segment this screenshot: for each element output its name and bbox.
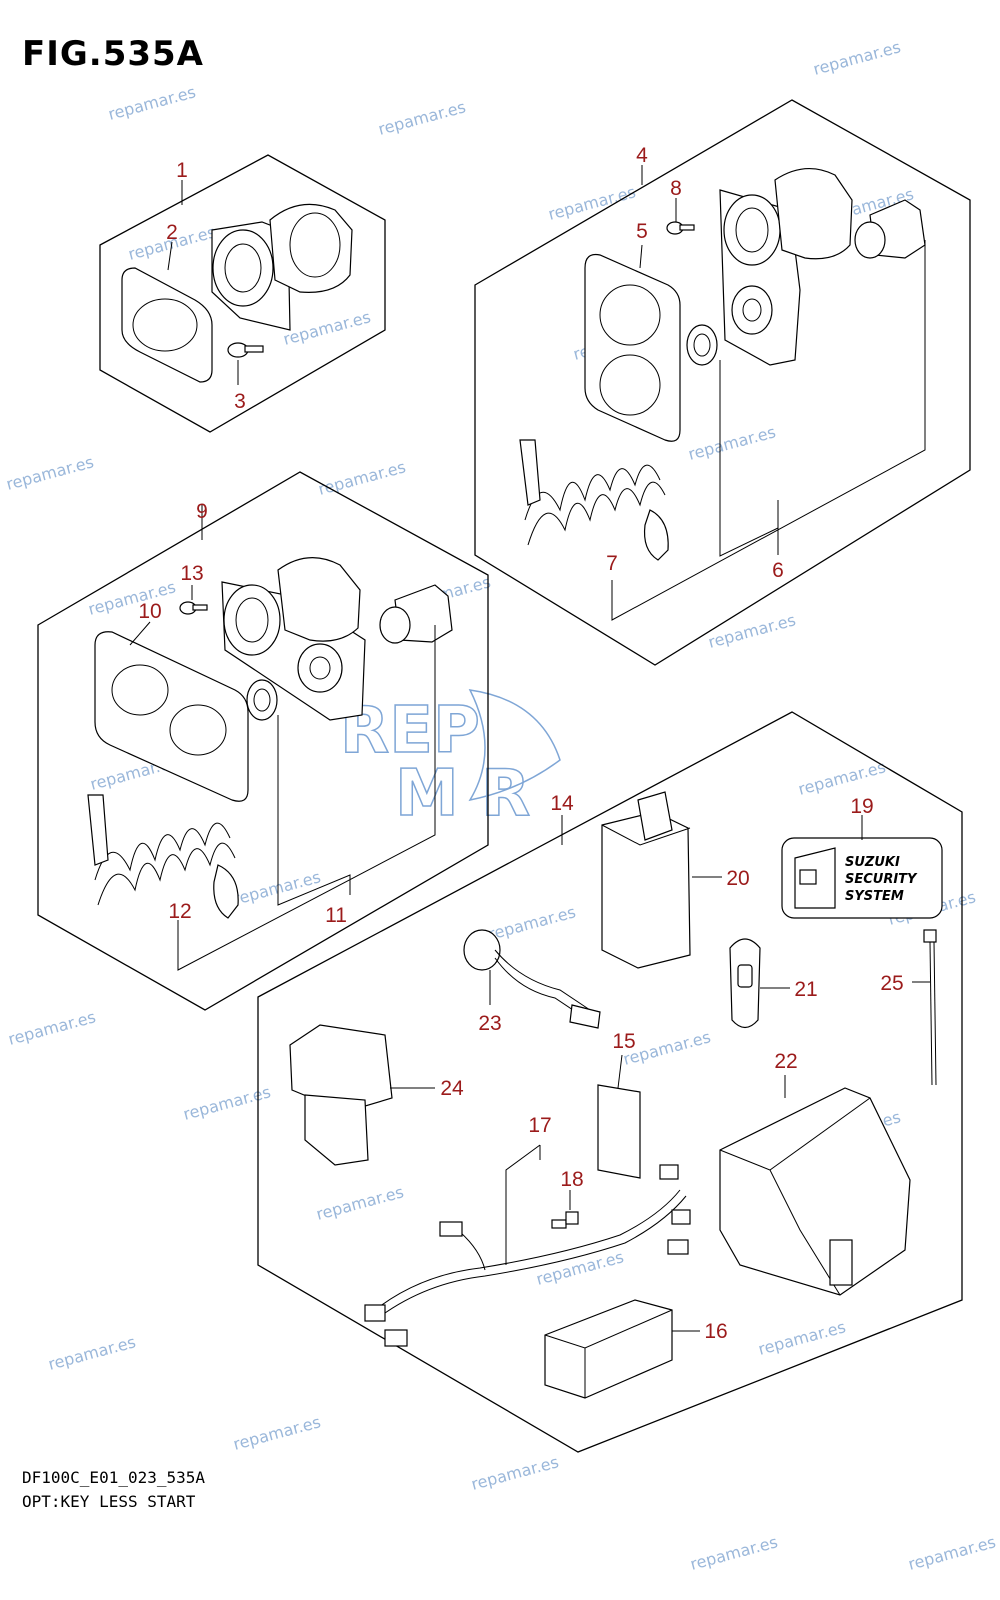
callout-15: 15 <box>612 1030 635 1053</box>
main-harness <box>364 1164 691 1347</box>
group-4-frame <box>474 99 971 666</box>
watermark-text: repamar.es <box>486 902 578 944</box>
watermark-text: repamar.es <box>316 457 408 499</box>
callout-14: 14 <box>550 792 574 815</box>
stop-switch <box>379 584 453 644</box>
watermark-text: repamar.es <box>811 37 903 79</box>
callout-16: 16 <box>704 1320 727 1343</box>
callout-9: 9 <box>196 500 208 523</box>
screw <box>666 221 695 235</box>
figure-description: OPT:KEY LESS START <box>22 1492 196 1511</box>
figure-title: FIG.535A <box>22 34 204 74</box>
nut-ring <box>686 324 718 366</box>
bezel-plate-double <box>94 631 249 802</box>
screw <box>179 601 208 615</box>
watermark-logo-text: M R <box>395 757 530 831</box>
callout-6: 6 <box>772 559 784 582</box>
suzuki-security-badge: SUZUKI SECURITY SYSTEM <box>781 837 943 919</box>
callout-23: 23 <box>478 1012 501 1035</box>
callout-13: 13 <box>180 562 203 585</box>
bolt <box>551 1211 579 1229</box>
callout-7: 7 <box>606 552 618 575</box>
watermark-text: repamar.es <box>181 1082 273 1124</box>
callout-18: 18 <box>560 1168 583 1191</box>
callout-12: 12 <box>168 900 191 923</box>
watermark-text: repamar.es <box>46 1332 138 1374</box>
callout-11: 11 <box>325 904 347 927</box>
lanyard-cord <box>519 439 669 561</box>
watermark-logo: REP M R <box>339 689 561 832</box>
cable-tie <box>923 929 937 1086</box>
callout-10: 10 <box>138 600 161 623</box>
bezel-plate-single <box>121 267 213 383</box>
callout-20: 20 <box>726 867 749 890</box>
callout-25: 25 <box>880 972 903 995</box>
watermark-text: repamar.es <box>534 1247 626 1289</box>
leader-lines <box>129 165 930 1332</box>
watermark-text: repamar.es <box>756 1317 848 1359</box>
label-sheet <box>597 1084 641 1179</box>
watermark-text: repamar.es <box>469 1452 561 1494</box>
watermark-text: repamar.es <box>6 1007 98 1049</box>
watermark-text: repamar.es <box>906 1532 998 1574</box>
figure-code: DF100C_E01_023_535A <box>22 1468 206 1487</box>
antenna-harness <box>463 929 601 1029</box>
callout-8: 8 <box>670 177 682 200</box>
watermark-text: repamar.es <box>376 97 468 139</box>
screw <box>227 342 264 358</box>
callout-17: 17 <box>528 1114 551 1137</box>
watermark-text: repamar.es <box>106 82 198 124</box>
watermark-text: repamar.es <box>231 867 323 909</box>
bezel-plate-double <box>584 253 681 442</box>
badge-line: SECURITY <box>845 872 918 887</box>
watermark-text: repamar.es <box>796 757 888 799</box>
watermark-text: repamar.es <box>546 182 638 224</box>
callout-21: 21 <box>794 978 817 1001</box>
group-14-frame <box>257 711 963 1453</box>
watermark-text: repamar.es <box>231 1412 323 1454</box>
lanyard-cord <box>87 794 239 919</box>
badge-line: SYSTEM <box>845 889 904 904</box>
callout-4: 4 <box>636 144 648 167</box>
ignition-switch-single <box>211 203 353 331</box>
control-module <box>601 791 691 969</box>
group-1-frame <box>99 154 386 433</box>
callout-3: 3 <box>234 390 246 413</box>
key-fob <box>729 938 761 1029</box>
nut-ring <box>246 679 278 721</box>
badge-line: SUZUKI <box>845 855 900 870</box>
callout-1: 1 <box>176 159 188 182</box>
callout-5: 5 <box>636 220 648 243</box>
watermark-text: repamar.es <box>688 1532 780 1574</box>
callout-2: 2 <box>166 221 178 244</box>
callout-19: 19 <box>850 795 873 818</box>
module-bracket <box>719 1087 911 1296</box>
relay-box <box>289 1024 393 1166</box>
watermark-text: repamar.es <box>686 422 778 464</box>
ignition-switch-dual <box>221 556 366 721</box>
watermark-text: repamar.es <box>86 577 178 619</box>
watermark-text: repamar.es <box>314 1182 406 1224</box>
watermark-text: repamar.es <box>706 610 798 652</box>
battery-case <box>544 1299 673 1399</box>
watermark-text: repamar.es <box>281 307 373 349</box>
callout-22: 22 <box>774 1050 797 1073</box>
watermark-text: repamar.es <box>4 452 96 494</box>
callout-24: 24 <box>440 1077 464 1100</box>
ignition-switch-dual <box>719 167 853 366</box>
group-9-frame <box>37 471 489 1011</box>
callout-numbers: 1 2 3 4 5 6 7 8 9 10 11 12 13 14 15 16 1… <box>138 144 903 1343</box>
